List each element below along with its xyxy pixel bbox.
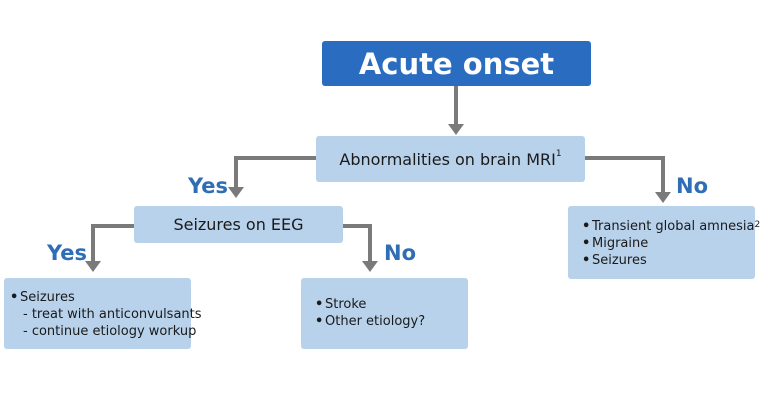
- arrowhead-left-box: [85, 261, 101, 272]
- arrowhead-middle-box: [362, 261, 378, 272]
- treatment-subitem: - treat with anticonvulsants: [23, 307, 202, 322]
- connector-mri-no: [585, 156, 665, 193]
- mri-label: Abnormalities on brain MRI1: [339, 148, 562, 169]
- acute-onset-box: Acute onset: [322, 41, 591, 86]
- tga-bullet: Transient global amnesia2: [582, 218, 760, 235]
- seizures-bullet-right: Seizures: [582, 252, 755, 269]
- seizures-bullet: Seizures: [10, 289, 191, 306]
- other-etiology-bullet: Other etiology?: [315, 313, 468, 330]
- workup-subitem: - continue etiology workup: [23, 324, 197, 339]
- yes-label-mri: Yes: [188, 174, 229, 198]
- eeg-box: Seizures on EEG: [134, 206, 343, 243]
- connector-eeg-no: [343, 224, 372, 262]
- arrowhead-right-box: [655, 192, 671, 203]
- yes-label-eeg: Yes: [47, 241, 88, 265]
- mri-footnote-ref: 1: [555, 148, 562, 159]
- connector-mri-yes: [234, 156, 316, 188]
- eeg-label: Seizures on EEG: [173, 215, 304, 234]
- arrowhead-eeg: [228, 187, 244, 198]
- stroke-outcome-box: Stroke Other etiology?: [301, 278, 468, 349]
- connector-eeg-yes: [91, 224, 134, 262]
- acute-onset-label: Acute onset: [358, 46, 555, 81]
- seizures-outcome-box: Seizures - treat with anticonvulsants - …: [4, 278, 202, 349]
- arrowhead-mri: [448, 124, 464, 135]
- tga-footnote-ref: 2: [754, 220, 760, 230]
- mri-box: Abnormalities on brain MRI1: [316, 136, 585, 182]
- migraine-bullet: Migraine: [582, 235, 755, 252]
- no-mri-outcome-box: Transient global amnesia2 Migraine Seizu…: [568, 206, 760, 279]
- stroke-bullet: Stroke: [315, 296, 468, 313]
- no-label-eeg: No: [384, 241, 417, 265]
- no-label-mri: No: [676, 174, 709, 198]
